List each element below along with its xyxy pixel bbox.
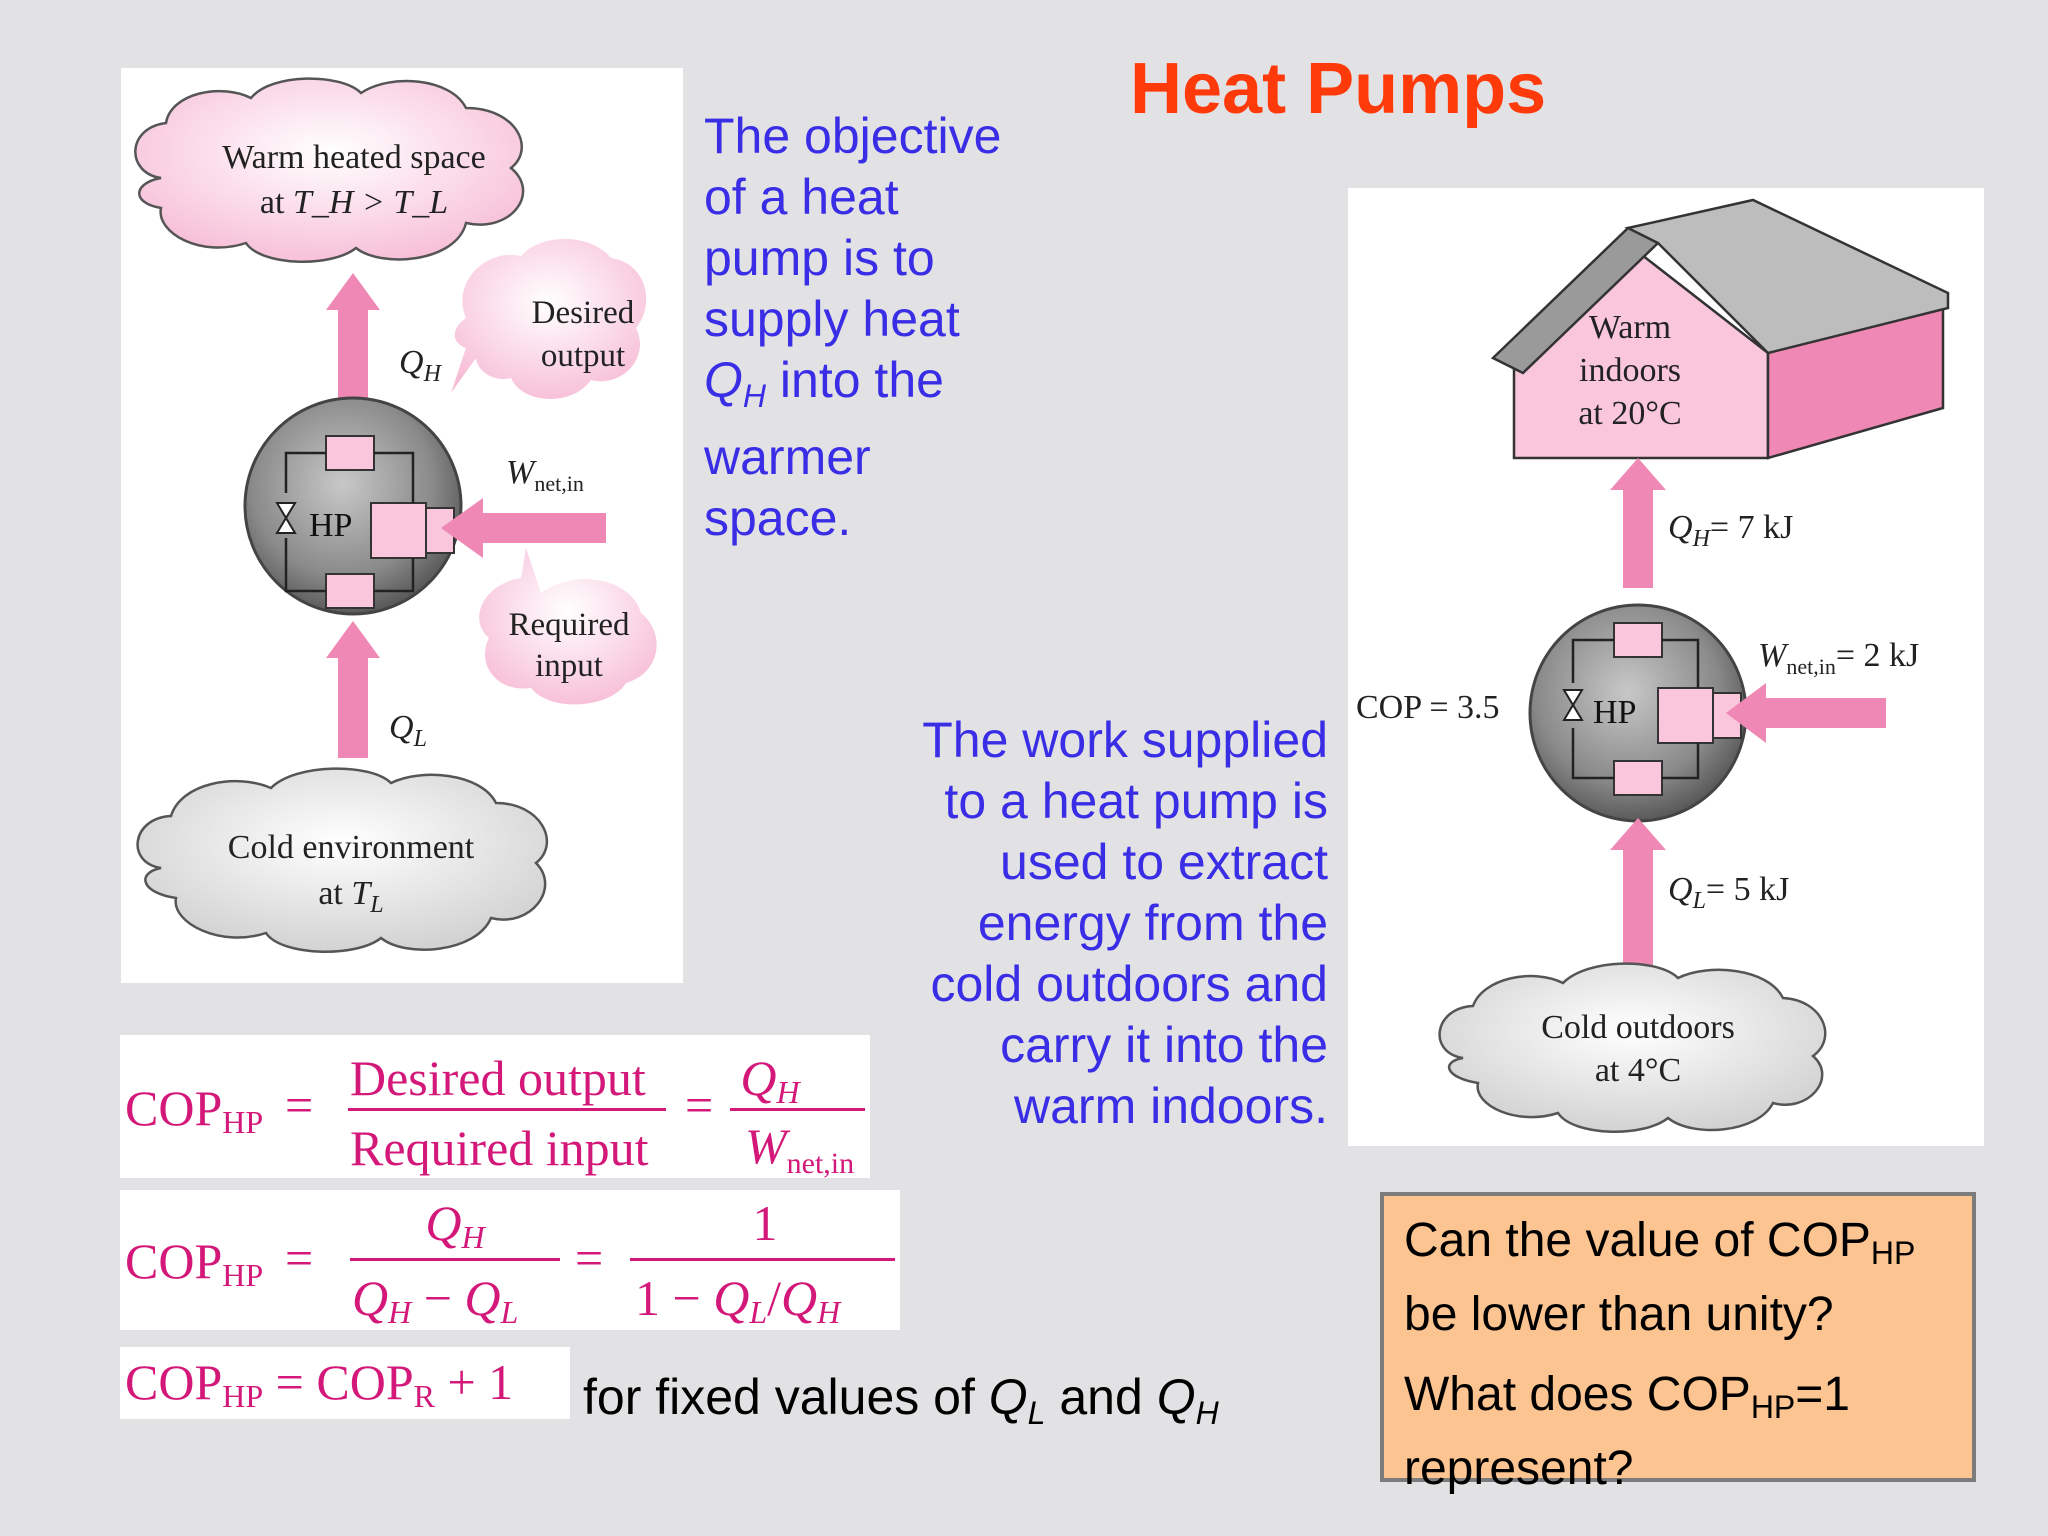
svg-text:QH − QL: QH − QL — [352, 1270, 518, 1330]
required-input-line1: Required — [509, 607, 630, 643]
cold-env-line1: Cold environment — [228, 829, 475, 866]
right-diagram-svg: Warm indoors at 20°C QH= 7 kJ COP = 3.5 … — [1356, 198, 1950, 1133]
work-supplied-text: The work supplied to a heat pump is used… — [922, 712, 1328, 1134]
svg-text:QH: QH — [425, 1195, 486, 1255]
warm-space-cloud — [134, 77, 525, 263]
equation-cop-desired-required: COPHP = Desired output Required input = … — [120, 1035, 870, 1178]
house — [1490, 198, 1950, 460]
house-line1: Warm — [1589, 309, 1671, 346]
warm-space-line2: at T_H > T_L — [260, 184, 448, 221]
right-wnet-value: Wnet,in= 2 kJ — [1758, 637, 1919, 679]
required-input-line2: input — [535, 648, 603, 684]
left-qh-label: QH — [399, 344, 443, 387]
cold-outdoors-line1: Cold outdoors — [1541, 1009, 1735, 1046]
eq1-denominator: Required input — [350, 1120, 649, 1176]
svg-text:=: = — [685, 1077, 713, 1133]
svg-text:=: = — [285, 1230, 313, 1286]
warm-space-line1: Warm heated space — [222, 139, 485, 176]
required-input-bubble — [479, 548, 657, 705]
cold-environment-cloud — [136, 767, 548, 953]
svg-text:COPHP = COPR + 1: COPHP = COPR + 1 — [125, 1354, 513, 1414]
right-ql-value: QL= 5 kJ — [1668, 871, 1789, 914]
svg-text:1: 1 — [753, 1195, 778, 1251]
left-hp-label: HP — [309, 507, 352, 544]
left-diagram-svg: Warm heated space at T_H > T_L QH Desire… — [134, 77, 657, 953]
cold-outdoors-line2: at 4°C — [1595, 1052, 1681, 1089]
desired-output-bubble — [451, 238, 647, 399]
svg-text:QH: QH — [740, 1050, 801, 1110]
house-line3: at 20°C — [1578, 395, 1681, 432]
right-cop-value: COP = 3.5 — [1356, 689, 1500, 726]
svg-text:COPHP: COPHP — [125, 1080, 263, 1140]
slide-title: Heat Pumps — [1130, 49, 1547, 129]
svg-text:1 − QL/QH: 1 − QL/QH — [635, 1270, 842, 1330]
house-line2: indoors — [1579, 352, 1681, 389]
svg-text:=: = — [575, 1230, 603, 1286]
left-wnet-label: Wnet,in — [506, 454, 584, 496]
objective-text: The objective of a heat pump is to suppl… — [704, 108, 1002, 546]
right-qh-value: QH= 7 kJ — [1668, 509, 1793, 552]
equation-cop-relation: COPHP = COPR + 1 — [120, 1347, 570, 1419]
desired-output-line1: Desired — [532, 295, 635, 331]
fixed-values-text: for fixed values of QL and QH — [583, 1369, 1219, 1431]
left-ql-label: QL — [389, 709, 427, 752]
equation-cop-qh-ql: COPHP = QH QH − QL = 1 1 − QL/QH — [120, 1190, 900, 1330]
svg-text:COPHP: COPHP — [125, 1233, 263, 1293]
desired-output-line2: output — [541, 338, 625, 374]
eq1-numerator: Desired output — [350, 1050, 646, 1106]
right-heat-pump-diagram: Warm indoors at 20°C QH= 7 kJ COP = 3.5 … — [1348, 188, 1984, 1146]
right-hp-label: HP — [1593, 694, 1636, 731]
cold-outdoors-cloud — [1438, 962, 1827, 1133]
cold-env-line2: at TL — [318, 875, 383, 918]
svg-text:=: = — [285, 1077, 313, 1133]
left-heat-pump-diagram: Warm heated space at T_H > T_L QH Desire… — [121, 68, 683, 983]
svg-text:Wnet,in: Wnet,in — [745, 1118, 854, 1178]
